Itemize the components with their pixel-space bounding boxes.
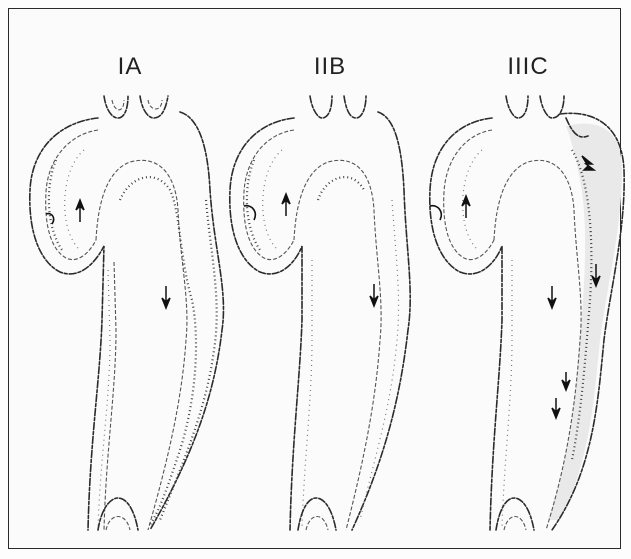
panel-label-iib: IIB xyxy=(290,53,370,81)
panel-label-iiic: IIIC xyxy=(488,53,568,81)
aorta-diagram-iib xyxy=(230,96,410,530)
panel-label-ia: IA xyxy=(90,53,170,81)
aorta-diagram-iiic xyxy=(430,96,624,530)
aorta-diagram-ia xyxy=(30,96,224,530)
